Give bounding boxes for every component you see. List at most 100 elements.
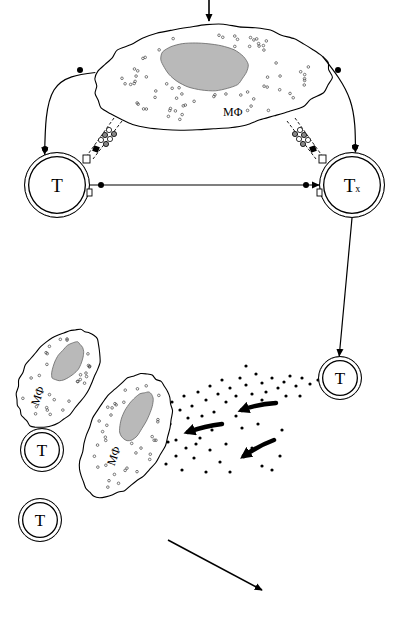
granule xyxy=(53,398,56,401)
granule xyxy=(124,389,127,392)
granule xyxy=(22,397,25,400)
granule xyxy=(275,62,278,65)
molecule-square xyxy=(92,145,100,153)
granule xyxy=(145,385,148,388)
molecule-ring xyxy=(296,136,301,141)
granule xyxy=(266,86,269,89)
cell-membrane xyxy=(95,24,333,130)
molecule-ring xyxy=(111,131,116,136)
granule xyxy=(246,91,249,94)
granule xyxy=(79,378,82,381)
signal-arrow xyxy=(339,218,352,356)
granule xyxy=(292,96,295,99)
granule xyxy=(236,38,239,41)
signal-dot xyxy=(77,67,83,73)
migration-arrow xyxy=(244,440,274,456)
granule xyxy=(225,93,228,96)
granule xyxy=(136,388,139,391)
cell-outline xyxy=(85,16,335,138)
granule xyxy=(97,466,100,469)
signal-dot xyxy=(352,144,358,150)
granule xyxy=(85,375,88,378)
granule xyxy=(115,404,118,407)
migration-arrow xyxy=(242,403,276,410)
granule xyxy=(167,115,170,118)
granule xyxy=(59,338,62,341)
granule xyxy=(144,56,147,59)
granule xyxy=(151,435,154,438)
granule xyxy=(104,436,107,439)
granule xyxy=(49,413,52,416)
signal-arrow xyxy=(45,73,96,155)
granule xyxy=(178,86,181,89)
granule xyxy=(135,75,138,78)
cell-label: T xyxy=(35,512,45,529)
granule xyxy=(145,76,148,79)
granule xyxy=(255,38,258,41)
cell-nucleus xyxy=(161,43,249,91)
receptor xyxy=(319,155,326,163)
granule xyxy=(250,105,253,108)
granule xyxy=(246,109,249,112)
molecule-chain xyxy=(98,127,310,146)
receptor xyxy=(83,155,90,163)
signal-arrow xyxy=(90,184,319,185)
input-arrow xyxy=(208,0,210,21)
granule xyxy=(299,70,302,73)
molecule-ring xyxy=(300,141,305,146)
granule xyxy=(252,98,255,101)
cell-outline xyxy=(72,366,180,506)
granule xyxy=(263,49,266,52)
granule xyxy=(171,87,174,90)
cell-nucleus xyxy=(52,342,84,381)
molecule-ring xyxy=(102,132,107,137)
granule xyxy=(248,45,251,48)
t-cell: T xyxy=(24,152,90,218)
migration-arrows xyxy=(188,403,276,456)
granule xyxy=(303,73,306,76)
t-cell: T xyxy=(318,356,362,400)
cell-label: T xyxy=(51,176,63,195)
granule xyxy=(267,109,270,112)
cell-label: MΦ xyxy=(223,106,242,118)
granule xyxy=(175,97,178,100)
granule xyxy=(46,363,49,366)
granule xyxy=(135,452,138,455)
granule xyxy=(221,36,224,39)
molecule-ring xyxy=(301,132,306,137)
signal-dot xyxy=(303,182,309,188)
granule xyxy=(108,479,111,482)
granule xyxy=(263,85,266,88)
granule xyxy=(101,430,104,433)
granule xyxy=(113,473,116,476)
granule xyxy=(184,104,187,107)
receptor xyxy=(87,189,92,196)
cell-label: T xyxy=(37,442,47,459)
molecule-ring xyxy=(103,141,108,146)
granule xyxy=(218,34,221,37)
granule xyxy=(133,82,136,85)
dashed-line xyxy=(86,118,114,157)
granule xyxy=(38,374,41,377)
granule xyxy=(265,40,268,43)
t-cell: T xyxy=(20,428,64,472)
granule xyxy=(129,83,132,86)
granule xyxy=(307,66,310,69)
signal-dot xyxy=(335,67,341,73)
output-arrow xyxy=(168,540,262,590)
molecule-ring xyxy=(98,137,103,142)
granule xyxy=(257,42,260,45)
granule xyxy=(149,453,152,456)
granule xyxy=(76,380,79,383)
cell-label: T xyxy=(335,370,345,387)
granule xyxy=(77,380,80,383)
cell-nucleus xyxy=(120,392,154,441)
signal-arrow xyxy=(323,57,356,153)
granule xyxy=(289,92,292,95)
granule xyxy=(193,100,196,103)
granule xyxy=(253,39,256,42)
granule xyxy=(106,406,109,409)
granule xyxy=(34,412,37,415)
granule xyxy=(62,409,65,412)
granule xyxy=(66,339,69,342)
